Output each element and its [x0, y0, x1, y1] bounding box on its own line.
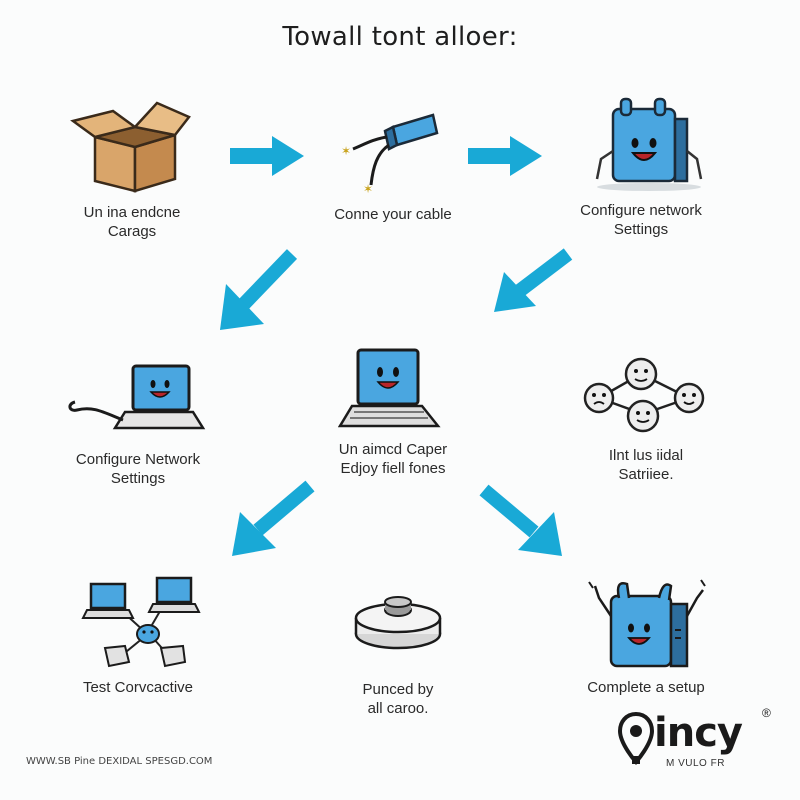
- ethernet-cable-icon: ✶ ✶: [341, 113, 439, 195]
- arrow-right: [468, 136, 542, 176]
- step-label-line: Settings: [613, 221, 669, 238]
- network-nodes-icon: [583, 357, 705, 433]
- step-unbox: Un ina endcne Carags: [22, 95, 242, 241]
- svg-text:✶: ✶: [363, 182, 373, 195]
- step-label-line: all caroo.: [367, 700, 429, 717]
- router-mascot-icon: [595, 97, 703, 191]
- arrow-down-left: [220, 249, 298, 330]
- arrow-right: [230, 136, 304, 176]
- arrow-down-left: [494, 248, 573, 312]
- step-complete: Complete a setup: [536, 576, 756, 697]
- step-label-line: Carags: [107, 223, 157, 240]
- step-test: Test Corvcactive: [28, 572, 248, 697]
- step-connect: ✶ ✶ Conne your cable: [283, 105, 503, 224]
- laptop-cable-icon: [68, 364, 206, 430]
- step-label-line: Ilnt lus iidal: [608, 447, 684, 464]
- step-label-line: Edjoy fiell fones: [340, 460, 446, 477]
- step-configure-1: Configure network Settings: [531, 95, 751, 239]
- step-powered: Punced by all caroo.: [288, 592, 508, 718]
- logo-subtitle: M VULO FR: [666, 758, 725, 769]
- step-install: Ilnt lus iidal Satriiee.: [536, 352, 756, 484]
- step-label-line: Un aimcd Caper: [338, 441, 448, 458]
- footer-text: WWW.SB Pine DEXIDAL SPESGD.COM: [26, 756, 213, 767]
- logo-wordmark: incy: [654, 710, 743, 756]
- step-enjoy: Un aimcd Caper Edjoy fiell fones: [283, 346, 503, 478]
- diagram-title: Towall tont alloer:: [282, 22, 518, 52]
- arrow-down-left: [232, 480, 315, 556]
- router-cheer-icon: [588, 579, 706, 668]
- round-device-icon: [354, 596, 442, 650]
- step-label-line: Punced by: [362, 681, 434, 698]
- step-configure-2: Configure Network Settings: [28, 362, 248, 488]
- step-label-line: Test Corvcactive: [82, 679, 194, 696]
- cardboard-box-icon: [70, 101, 191, 193]
- svg-text:✶: ✶: [341, 144, 351, 158]
- step-label-line: Complete a setup: [587, 679, 705, 696]
- step-label-line: Conne your cable: [334, 206, 452, 223]
- pin-logo-icon: [618, 712, 654, 766]
- step-label-line: Settings: [110, 470, 166, 487]
- brand-logo: incy ® M VULO FR: [618, 706, 778, 776]
- arrow-down-right: [479, 484, 562, 556]
- step-label-line: Configure network: [580, 202, 702, 219]
- step-label-line: Satriiee.: [618, 466, 674, 483]
- step-label-line: Un ina endcne: [83, 204, 181, 221]
- devices-network-icon: [81, 576, 201, 668]
- logo-registered-mark: ®: [762, 706, 771, 720]
- step-label-line: Configure Network: [75, 451, 201, 468]
- laptop-mascot-icon: [338, 348, 441, 428]
